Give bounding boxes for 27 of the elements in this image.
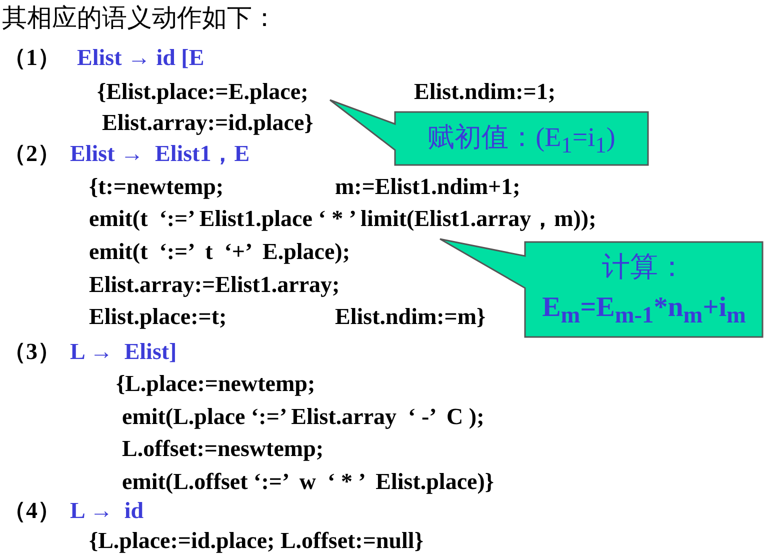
code-line: L.offset:=neswtemp; <box>122 436 324 462</box>
callout-text: 赋初值：(E$_{1}$=i$_{1}$) <box>426 121 616 160</box>
code-line: emit(L.place ‘:=’ Elist.array ‘ -’ C ); <box>122 404 484 430</box>
rule-number: （4） <box>3 498 60 524</box>
rule-number: （1） <box>3 45 60 71</box>
rule-number: （3） <box>3 339 60 365</box>
code-line: m:=Elist1.ndim+1; <box>335 174 520 200</box>
production-rule: Elist → id [E <box>77 45 204 71</box>
code-line: {L.place:=newtemp; <box>116 371 316 397</box>
callout-text: E$_{m}$=E$_{m-1}$*n$_{m}$+i$_{m}$ <box>541 291 747 331</box>
production-rule: L → id <box>70 498 144 524</box>
rule-number: （2） <box>3 141 60 167</box>
code-line: Elist.ndim:=m} <box>335 304 486 330</box>
production-rule: L → Elist] <box>70 339 177 365</box>
code-line: Elist.ndim:=1; <box>414 79 556 105</box>
code-line: {Elist.place:=E.place; <box>97 79 308 105</box>
production-rule: Elist → Elist1，E <box>70 141 250 167</box>
heading: 其相应的语义动作如下： <box>2 3 277 33</box>
code-line: emit(t ‘:=’ t ‘+’ E.place); <box>89 239 350 265</box>
code-line: emit(L.offset ‘:=’ w ‘ * ’ Elist.place)} <box>122 469 494 495</box>
code-line: {L.place:=id.place; L.offset:=null} <box>89 528 424 554</box>
code-line: Elist.array:=id.place} <box>102 110 314 136</box>
code-line: Elist.place:=t; <box>89 304 227 330</box>
code-line: {t:=newtemp; <box>89 174 224 200</box>
callout-text: 计算： <box>601 251 687 285</box>
code-line: Elist.array:=Elist1.array; <box>89 272 340 298</box>
code-line: emit(t ‘:=’ Elist1.place ‘ * ’ limit(Elist1.array，m)); <box>89 206 596 232</box>
